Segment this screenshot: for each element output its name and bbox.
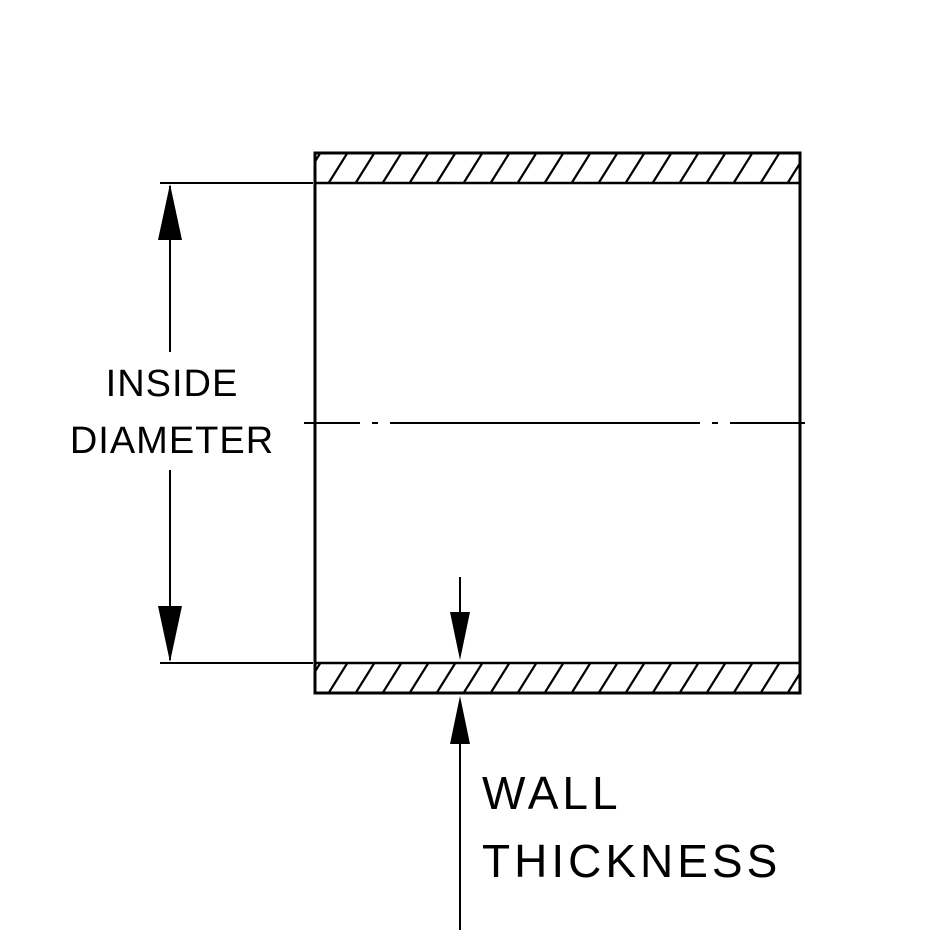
wall-thickness-arrow-up-icon [450, 696, 470, 744]
wall-thickness-arrow-down-icon [450, 612, 470, 660]
wall-thickness-label-line2: THICKNESS [482, 835, 782, 887]
inside-diameter-label-line1: INSIDE [105, 363, 239, 405]
top-wall-hatch [313, 151, 802, 185]
arrow-down-icon [158, 606, 182, 662]
arrow-up-icon [158, 184, 182, 240]
wall-thickness-label-line1: WALL [482, 767, 622, 819]
inside-diameter-label-line2: DIAMETER [69, 420, 275, 462]
inside-diameter-label: INSIDE DIAMETER [40, 356, 304, 470]
bottom-wall-hatch [313, 661, 802, 695]
